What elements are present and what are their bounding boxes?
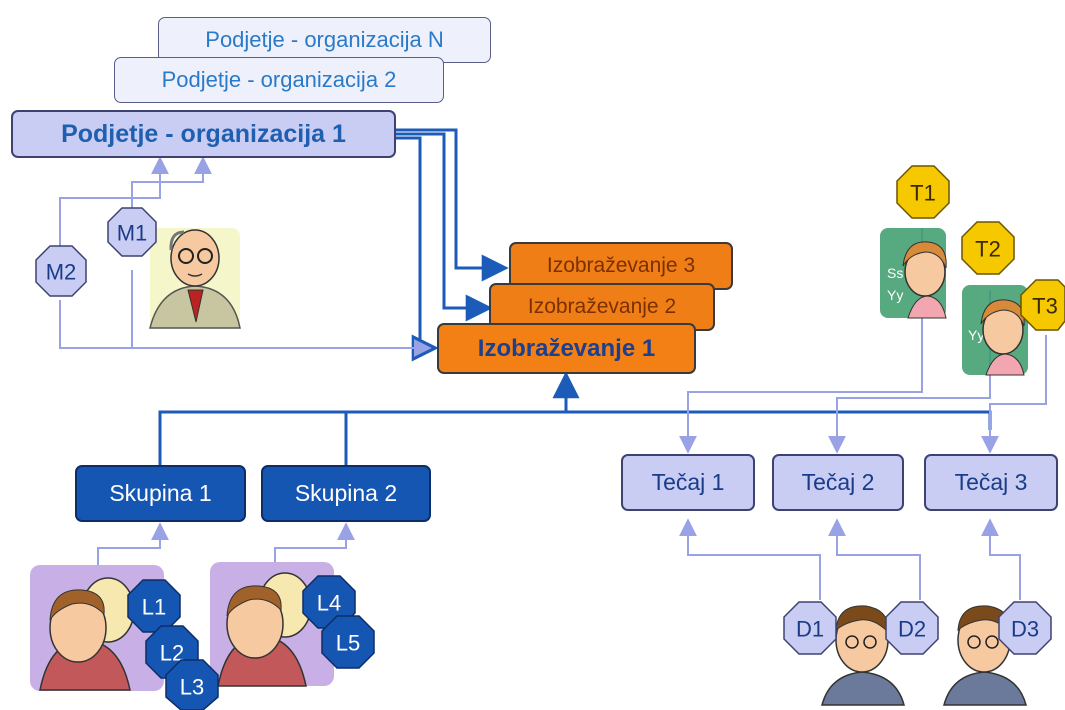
svg-text:L4: L4 [317,591,341,616]
svg-text:T1: T1 [910,181,936,206]
svg-text:Yy: Yy [968,327,984,343]
organization-2-box: Podjetje - organizacija 2 [114,57,444,103]
group-2-label: Skupina 2 [294,480,398,506]
organization-n-label: Podjetje - organizacija N [205,27,444,52]
svg-text:L1: L1 [142,595,166,620]
organization-2-label: Podjetje - organizacija 2 [161,67,397,92]
training-2-label: Izobraževanje 2 [527,295,677,318]
svg-text:L5: L5 [336,631,360,656]
learner-badge-l1: L1 [127,579,181,633]
manager-badge-m2: M2 [35,245,87,297]
training-3-label: Izobraževanje 3 [546,254,696,277]
group-2-box: Skupina 2 [261,465,431,522]
svg-text:Ss: Ss [887,265,903,281]
svg-text:D1: D1 [796,617,824,642]
teacher-badge-t2: T2 [961,221,1015,275]
group-course-to-training-connectors [158,371,992,465]
participant-connectors [679,518,1021,600]
organization-1-box: Podjetje - organizacija 1 [11,110,396,158]
svg-text:M2: M2 [46,260,77,285]
svg-text:D3: D3 [1011,617,1039,642]
learner-badge-l5: L5 [321,615,375,669]
svg-text:M1: M1 [117,221,148,246]
teacher-badge-t3: T3 [1020,279,1065,331]
group-1-label: Skupina 1 [109,480,212,506]
participant-badge-d3: D3 [998,601,1052,655]
participant-badge-d2: D2 [885,601,939,655]
organization-n-box: Podjetje - organizacija N [158,17,491,63]
course-1-box: Tečaj 1 [621,454,755,511]
manager-connectors [59,156,432,357]
course-2-label: Tečaj 2 [801,469,875,495]
teacher-badge-t1: T1 [896,165,950,219]
course-3-label: Tečaj 3 [954,469,1028,495]
course-1-label: Tečaj 1 [651,469,725,495]
training-1-label: Izobraževanje 1 [477,334,656,362]
organization-1-label: Podjetje - organizacija 1 [61,119,346,148]
learner-connectors [97,522,355,570]
course-3-box: Tečaj 3 [924,454,1058,511]
svg-text:L3: L3 [180,675,204,700]
teacher-figure-icon: Ss Yy [880,228,947,319]
svg-text:T2: T2 [975,237,1001,262]
group-1-box: Skupina 1 [75,465,246,522]
teacher-figure-icon: Yy [962,285,1028,376]
manager-figure-icon [149,228,241,329]
learner-badge-l3: L3 [165,659,219,710]
svg-text:Yy: Yy [887,287,903,303]
svg-text:T3: T3 [1032,294,1058,319]
manager-badge-m1: M1 [107,207,157,257]
learner-badge-l4: L4 [302,575,356,629]
participant-badge-d1: D1 [783,601,837,655]
training-1-box: Izobraževanje 1 [437,323,696,374]
participant-figure-icon [943,605,1027,706]
course-2-box: Tečaj 2 [772,454,904,511]
svg-text:D2: D2 [898,617,926,642]
learner-figure-icon [30,565,164,691]
